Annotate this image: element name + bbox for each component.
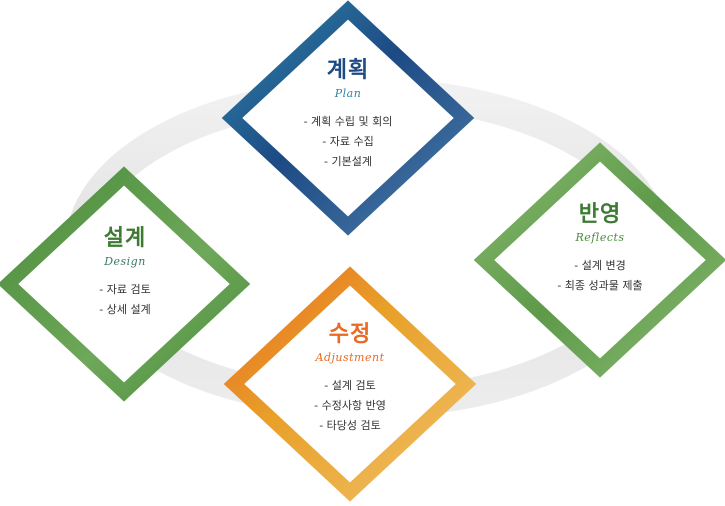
reflects-items: - 설계 변경 - 최종 성과물 제출 [500, 256, 700, 296]
design-item: - 자료 검토 [99, 283, 151, 296]
design-subtitle: Design [104, 255, 146, 268]
adjust-item: - 타당성 검토 [319, 419, 381, 432]
adjust-items: - 설계 검토 - 수정사항 반영 - 타당성 검토 [250, 376, 450, 436]
reflects-title: 반영 [578, 202, 622, 227]
design-diamond [0, 166, 251, 402]
plan-node: 계획 Plan - 계획 수립 및 회의 - 자료 수집 - 기본설계 [248, 58, 448, 172]
design-item: - 상세 설계 [99, 303, 151, 316]
adjust-subtitle: Adjustment [315, 351, 385, 364]
reflects-item: - 설계 변경 [574, 259, 626, 272]
plan-title: 계획 [326, 58, 370, 83]
reflects-subtitle: Reflects [575, 231, 625, 244]
adjust-diamond [223, 266, 477, 502]
design-node: 설계 Design - 자료 검토 - 상세 설계 [25, 226, 225, 320]
plan-subtitle: Plan [334, 87, 362, 100]
design-items: - 자료 검토 - 상세 설계 [25, 280, 225, 320]
design-title: 설계 [103, 226, 147, 251]
adjust-node: 수정 Adjustment - 설계 검토 - 수정사항 반영 - 타당성 검토 [250, 322, 450, 436]
reflects-item: - 최종 성과물 제출 [557, 279, 643, 292]
plan-diamond [221, 0, 475, 236]
plan-item: - 기본설계 [324, 155, 372, 168]
reflects-diamond [473, 142, 725, 378]
plan-item: - 계획 수립 및 회의 [303, 115, 393, 128]
adjust-item: - 설계 검토 [324, 379, 376, 392]
reflects-node: 반영 Reflects - 설계 변경 - 최종 성과물 제출 [500, 202, 700, 296]
adjust-item: - 수정사항 반영 [314, 399, 386, 412]
adjust-title: 수정 [328, 322, 372, 347]
plan-item: - 자료 수집 [322, 135, 374, 148]
plan-items: - 계획 수립 및 회의 - 자료 수집 - 기본설계 [248, 112, 448, 172]
